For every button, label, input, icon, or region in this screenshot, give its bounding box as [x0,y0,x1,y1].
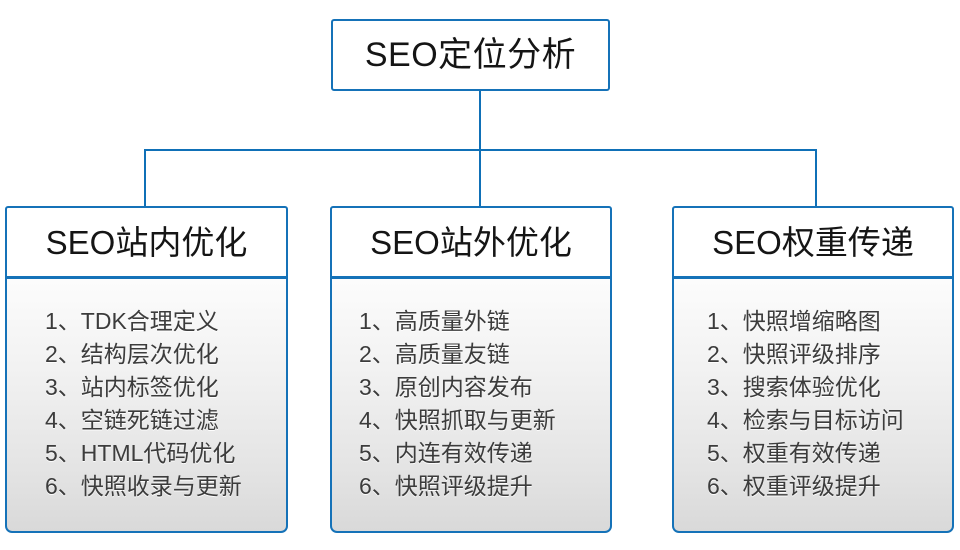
branch-body-seo-offsite: 1、高质量外链 2、高质量友链 3、原创内容发布 4、快照抓取与更新 5、内连有… [330,277,612,533]
branch-column-seo-onsite: SEO站内优化 1、TDK合理定义 2、结构层次优化 3、站内标签优化 4、空链… [5,206,288,533]
root-node[interactable]: SEO定位分析 [331,19,610,91]
list-item: 5、内连有效传递 [359,440,533,466]
list-item: 4、空链死链过滤 [45,407,219,433]
branch-column-seo-weight: SEO权重传递 1、快照增缩略图 2、快照评级排序 3、搜索体验优化 4、检索与… [672,206,954,533]
connector-root-stem [479,91,481,151]
branch-item-list: 1、高质量外链 2、高质量友链 3、原创内容发布 4、快照抓取与更新 5、内连有… [332,305,610,503]
list-item: 1、快照增缩略图 [707,308,881,334]
list-item: 1、高质量外链 [359,308,510,334]
list-item: 4、快照抓取与更新 [359,407,556,433]
list-item: 4、检索与目标访问 [707,407,904,433]
list-item: 3、搜索体验优化 [707,374,881,400]
list-item: 2、快照评级排序 [707,341,881,367]
branch-item-list: 1、TDK合理定义 2、结构层次优化 3、站内标签优化 4、空链死链过滤 5、H… [7,305,286,503]
list-item: 5、HTML代码优化 [45,440,236,466]
branch-column-seo-offsite: SEO站外优化 1、高质量外链 2、高质量友链 3、原创内容发布 4、快照抓取与… [330,206,612,533]
branch-body-seo-onsite: 1、TDK合理定义 2、结构层次优化 3、站内标签优化 4、空链死链过滤 5、H… [5,277,288,533]
branch-header-seo-onsite[interactable]: SEO站内优化 [5,206,288,278]
list-item: 6、快照评级提升 [359,473,533,499]
branch-header-seo-offsite[interactable]: SEO站外优化 [330,206,612,278]
list-item: 2、结构层次优化 [45,341,219,367]
branch-header-label: SEO站外优化 [370,223,572,261]
connector-drop-right [815,149,817,207]
branch-header-label: SEO站内优化 [45,223,248,261]
branch-header-label: SEO权重传递 [712,223,914,261]
list-item: 3、原创内容发布 [359,374,533,400]
root-node-label: SEO定位分析 [364,36,577,74]
list-item: 6、权重评级提升 [707,473,881,499]
list-item: 3、站内标签优化 [45,374,219,400]
list-item: 5、权重有效传递 [707,440,881,466]
connector-drop-center [479,149,481,207]
branch-header-seo-weight[interactable]: SEO权重传递 [672,206,954,278]
list-item: 6、快照收录与更新 [45,473,242,499]
branch-item-list: 1、快照增缩略图 2、快照评级排序 3、搜索体验优化 4、检索与目标访问 5、权… [674,305,952,503]
branch-body-seo-weight: 1、快照增缩略图 2、快照评级排序 3、搜索体验优化 4、检索与目标访问 5、权… [672,277,954,533]
connector-drop-left [144,149,146,207]
list-item: 2、高质量友链 [359,341,510,367]
list-item: 1、TDK合理定义 [45,308,219,334]
